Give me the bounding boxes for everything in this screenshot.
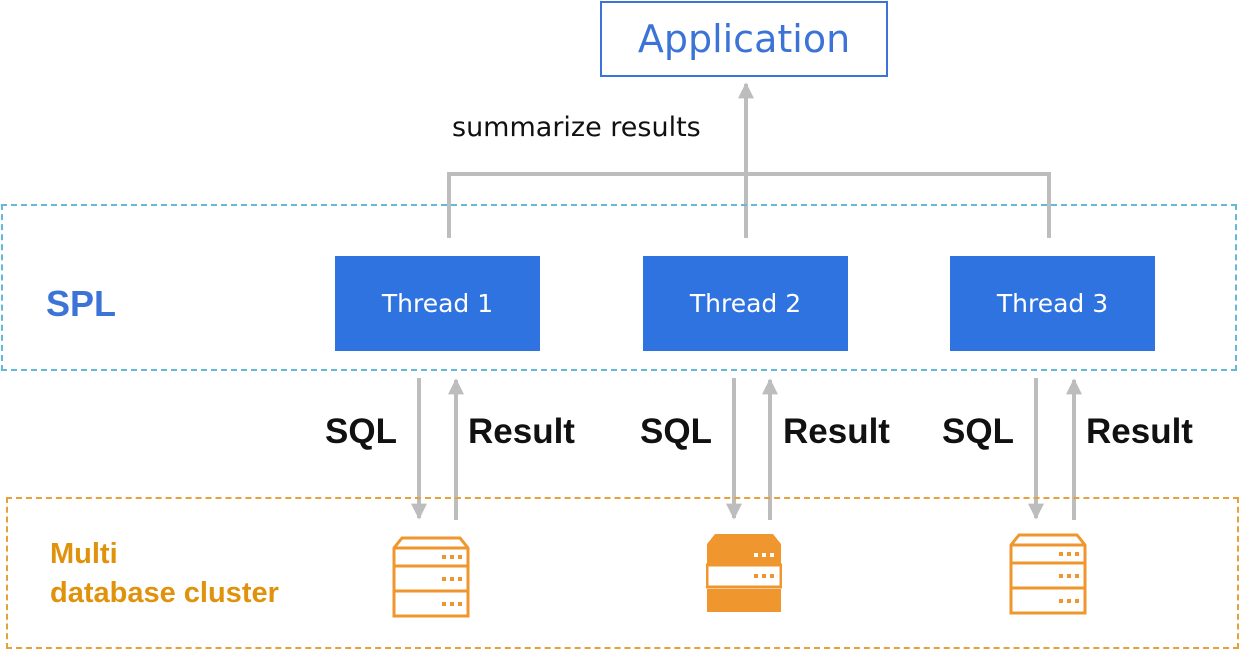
result-label-3: Result <box>1086 412 1193 451</box>
database-cluster-label: Multi database cluster <box>50 535 350 613</box>
spl-label: SPL <box>46 283 117 324</box>
thread-box-3: Thread 3 <box>950 256 1155 351</box>
thread-label: Thread 3 <box>996 289 1109 318</box>
sql-label-3: SQL <box>942 412 1014 451</box>
summary-connector <box>447 82 1051 238</box>
thread-label: Thread 1 <box>381 289 494 318</box>
sql-label-2: SQL <box>640 412 712 451</box>
summary-bracket <box>447 172 1051 238</box>
database-label-line1: Multi <box>50 538 118 570</box>
thread-label: Thread 2 <box>689 289 802 318</box>
server-icon <box>706 534 782 612</box>
summarize-results-label: summarize results <box>452 112 701 143</box>
result-label-1: Result <box>468 412 575 451</box>
application-box: Application <box>600 1 888 77</box>
spl-region <box>1 204 1237 371</box>
application-label: Application <box>637 17 851 61</box>
database-cluster-region <box>6 497 1239 649</box>
query-arrows <box>411 378 1082 520</box>
thread-box-1: Thread 1 <box>335 256 540 351</box>
sql-label-1: SQL <box>325 412 397 451</box>
result-label-2: Result <box>783 412 890 451</box>
database-label-line2: database cluster <box>50 577 279 609</box>
server-icon <box>392 536 470 618</box>
server-icon <box>1009 533 1087 615</box>
thread-box-2: Thread 2 <box>643 256 848 351</box>
